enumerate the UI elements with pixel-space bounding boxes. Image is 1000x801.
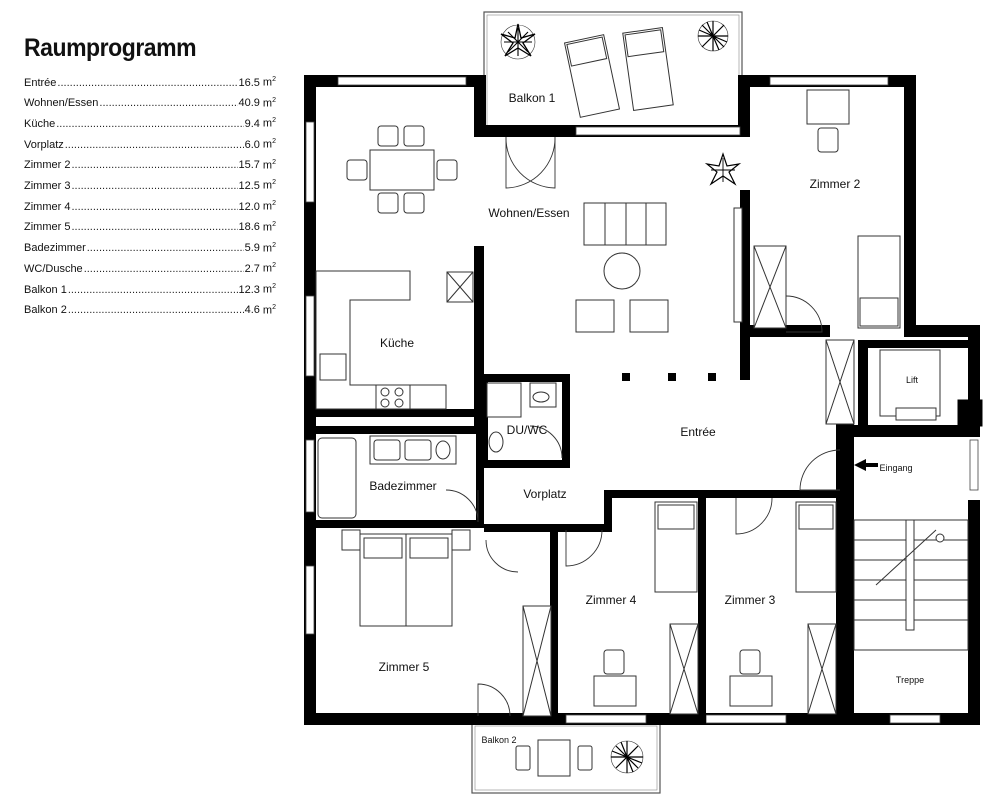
schedule-row: Vorplatz 6.0m2 bbox=[24, 138, 276, 159]
room-label-lift: Lift bbox=[906, 375, 919, 385]
round-table-icon bbox=[603, 252, 641, 290]
plant-icon bbox=[704, 152, 742, 186]
schedule-row: WC/Dusche 2.7m2 bbox=[24, 262, 276, 283]
schedule-row: Wohnen/Essen 40.9m2 bbox=[24, 97, 276, 118]
area-unit: m2 bbox=[262, 303, 276, 317]
room-schedule: Raumprogramm Entrée16.5m2Wohnen/Essen40.… bbox=[24, 34, 276, 324]
area-unit: m2 bbox=[262, 76, 276, 89]
room-area: 15.7 bbox=[238, 159, 260, 172]
room-name: Küche bbox=[24, 118, 56, 131]
sun-lounger-icon bbox=[563, 34, 621, 118]
schedule-row: Küche 9.4m2 bbox=[24, 117, 276, 138]
zimmer5-furniture bbox=[341, 529, 552, 717]
room-area: 9.4 bbox=[244, 118, 260, 131]
room-name: Zimmer 3 bbox=[24, 180, 71, 193]
area-unit: m2 bbox=[262, 138, 276, 151]
room-area: 12.0 bbox=[238, 200, 260, 213]
balkon-2 bbox=[471, 722, 661, 794]
room-label-zimmer2: Zimmer 2 bbox=[810, 177, 861, 191]
room-label-zimmer3: Zimmer 3 bbox=[725, 593, 776, 607]
desk-icon bbox=[729, 675, 773, 707]
balkon-1 bbox=[483, 11, 743, 131]
sink-icon bbox=[319, 353, 347, 381]
sun-lounger-icon bbox=[622, 27, 674, 111]
zimmer3-furniture bbox=[729, 501, 837, 715]
room-area: 16.5 bbox=[238, 76, 260, 89]
room-area: 2.7 bbox=[244, 262, 260, 275]
schedule-row: Zimmer 5 18.6m2 bbox=[24, 221, 276, 242]
room-name: Vorplatz bbox=[24, 138, 64, 151]
bathtub-icon bbox=[317, 437, 357, 519]
area-unit: m2 bbox=[262, 220, 276, 234]
room-area: 6.0 bbox=[244, 138, 260, 151]
area-unit: m2 bbox=[262, 200, 276, 213]
schedule-row: Entrée 16.5m2 bbox=[24, 76, 276, 97]
area-unit: m2 bbox=[262, 117, 276, 131]
room-name: WC/Dusche bbox=[24, 262, 83, 275]
windows bbox=[305, 76, 979, 724]
room-name: Balkon 2 bbox=[24, 304, 67, 317]
interior-walls bbox=[316, 190, 976, 725]
schedule-row: Zimmer 2 15.7m2 bbox=[24, 159, 276, 180]
zimmer2-furniture bbox=[753, 89, 901, 329]
schedule-row: Balkon 2 4.6m2 bbox=[24, 304, 276, 325]
dining-set bbox=[346, 125, 458, 214]
room-label-badezimmer: Badezimmer bbox=[369, 479, 436, 493]
schedule-row: Zimmer 3 12.5m2 bbox=[24, 179, 276, 200]
area-unit: m2 bbox=[262, 241, 276, 255]
schedule-row: Badezimmer 5.9m2 bbox=[24, 242, 276, 263]
room-label-balkon1: Balkon 1 bbox=[509, 91, 556, 105]
stairs bbox=[853, 519, 969, 651]
schedule-row: Zimmer 4 12.0m2 bbox=[24, 200, 276, 221]
room-area: 18.6 bbox=[238, 221, 260, 234]
room-name: Balkon 1 bbox=[24, 283, 67, 296]
living-set bbox=[575, 152, 743, 381]
room-area: 40.9 bbox=[238, 97, 260, 110]
table-icon bbox=[537, 739, 571, 777]
plant-icon bbox=[610, 740, 644, 774]
room-label-vorplatz: Vorplatz bbox=[523, 487, 566, 501]
room-label-zimmer5: Zimmer 5 bbox=[379, 660, 430, 674]
room-label-eingang: Eingang bbox=[879, 463, 912, 473]
bathroom-fixtures bbox=[317, 435, 457, 519]
room-label-duwc: DU/WC bbox=[507, 423, 548, 437]
area-unit: m2 bbox=[262, 96, 276, 110]
entree-closet bbox=[825, 339, 855, 425]
area-unit: m2 bbox=[262, 262, 276, 275]
room-area: 12.5 bbox=[238, 180, 260, 193]
entrance-arrow-icon bbox=[854, 459, 878, 471]
zimmer4-furniture bbox=[593, 501, 699, 715]
room-label-treppe: Treppe bbox=[896, 675, 924, 685]
schedule-title: Raumprogramm bbox=[24, 34, 197, 62]
room-name: Zimmer 4 bbox=[24, 200, 71, 213]
room-name: Badezimmer bbox=[24, 242, 86, 255]
room-label-wohnen: Wohnen/Essen bbox=[488, 206, 569, 220]
room-name: Wohnen/Essen bbox=[24, 97, 99, 110]
room-area: 12.3 bbox=[238, 283, 260, 296]
desk-icon bbox=[593, 675, 637, 707]
area-unit: m2 bbox=[262, 179, 276, 193]
cooktop-icon bbox=[375, 384, 411, 410]
schedule-row: Balkon 1 12.3m2 bbox=[24, 283, 276, 304]
sofa-icon bbox=[583, 202, 667, 246]
room-area: 5.9 bbox=[244, 242, 260, 255]
room-label-kueche: Küche bbox=[380, 336, 414, 350]
room-label-entree: Entrée bbox=[680, 425, 716, 439]
doors bbox=[445, 136, 841, 717]
area-unit: m2 bbox=[262, 158, 276, 172]
lift bbox=[879, 349, 941, 421]
plant-icon bbox=[500, 23, 536, 60]
room-area: 4.6 bbox=[244, 304, 260, 317]
plant-icon bbox=[697, 20, 729, 52]
room-name: Zimmer 2 bbox=[24, 159, 71, 172]
room-label-zimmer4: Zimmer 4 bbox=[586, 593, 637, 607]
room-name: Zimmer 5 bbox=[24, 221, 71, 234]
kitchen-counter bbox=[315, 270, 474, 410]
area-unit: m2 bbox=[262, 282, 276, 296]
room-name: Entrée bbox=[24, 76, 57, 89]
duwc-fixtures bbox=[486, 382, 557, 453]
schedule-list: Entrée16.5m2Wohnen/Essen40.9m2Küche9.4m2… bbox=[24, 76, 276, 324]
room-label-balkon2: Balkon 2 bbox=[481, 735, 516, 745]
